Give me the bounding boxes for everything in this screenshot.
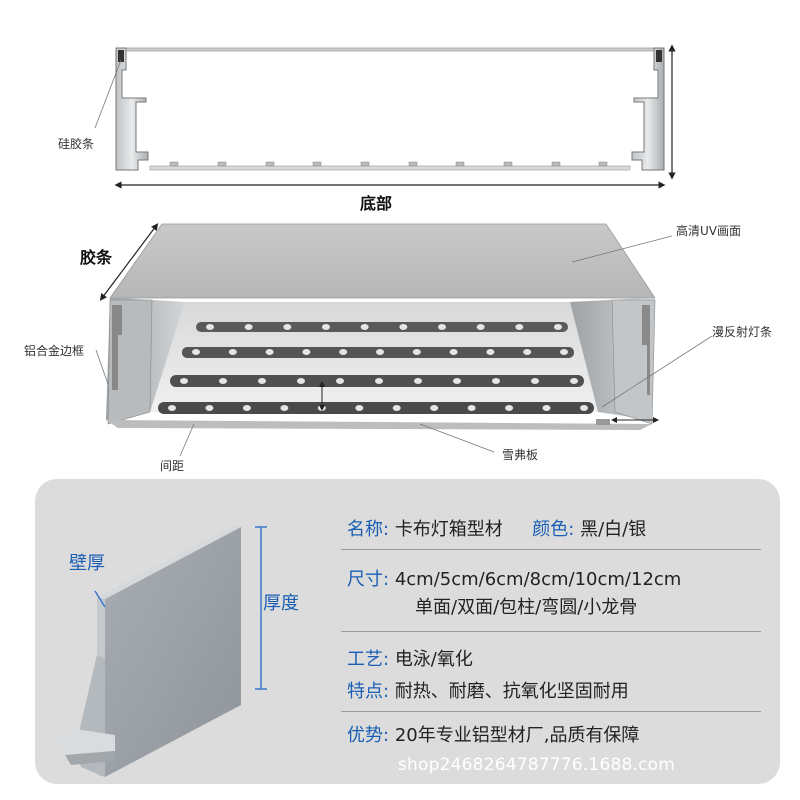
spec-feature-row: 特点: 耐热、耐磨、抗氧化坚固耐用 xyxy=(347,677,629,703)
led-dot xyxy=(492,378,500,384)
spec-advantage-row: 优势: 20年专业铝型材厂,品质有保障 xyxy=(347,721,639,747)
diffuse-light-bar-label: 漫反射灯条 xyxy=(712,325,773,339)
led-dot xyxy=(505,405,514,411)
spec-advantage-value: 20年专业铝型材厂,品质有保障 xyxy=(394,725,640,746)
led-dot xyxy=(414,378,422,384)
led-dot xyxy=(360,324,369,330)
led-dot xyxy=(570,378,578,384)
spec-advantage-key: 优势: xyxy=(347,725,390,746)
led-dot xyxy=(339,349,348,355)
led-dot xyxy=(180,378,188,384)
spec-name-value: 卡布灯箱型材 xyxy=(394,519,503,540)
led-dot xyxy=(283,324,292,330)
spec-size-value-2: 单面/双面/包柱/弯圆/小龙骨 xyxy=(415,597,638,618)
led-dot xyxy=(412,349,421,355)
snowflake-board-label: 雪弗板 xyxy=(502,448,539,462)
spec-size-row: 尺寸: 4cm/5cm/6cm/8cm/10cm/12cm xyxy=(347,565,681,591)
aluminum-frame-label: 铝合金边框 xyxy=(24,344,85,358)
spec-feature-value: 耐热、耐磨、抗氧化坚固耐用 xyxy=(394,681,629,702)
hd-uv-surface-label: 高清UV画面 xyxy=(676,224,741,238)
wall-thickness-label: 壁厚 xyxy=(69,553,105,574)
spec-process-row: 工艺: 电泳/氧化 xyxy=(347,645,473,671)
rubber-strip-label: 胶条 xyxy=(80,248,113,267)
led-dot xyxy=(376,349,384,355)
led-dot xyxy=(580,405,588,411)
led-dot xyxy=(453,378,461,384)
led-dot xyxy=(297,378,305,384)
spec-process-key: 工艺: xyxy=(347,649,390,670)
led-dot xyxy=(515,324,524,330)
led-dot xyxy=(438,324,446,330)
spacing-label: 间距 xyxy=(160,459,185,473)
led-dot xyxy=(449,349,458,355)
led-dot xyxy=(219,378,227,384)
led-dot xyxy=(192,349,200,355)
led-dot xyxy=(375,378,383,384)
led-dot xyxy=(523,349,532,355)
silicone-strip-label: 硅胶条 xyxy=(58,137,95,151)
led-dot xyxy=(486,349,495,355)
bottom-label: 底部 xyxy=(360,194,393,213)
lightbox-3d-drawing xyxy=(95,223,713,457)
led-dot xyxy=(322,324,330,330)
spec-size-row-2: 单面/双面/包柱/弯圆/小龙骨 xyxy=(415,593,637,619)
led-dot xyxy=(476,324,485,330)
led-dot xyxy=(244,324,253,330)
spec-divider xyxy=(341,711,761,712)
cross-section-drawing xyxy=(94,44,676,189)
led-dot xyxy=(168,405,176,411)
led-dot xyxy=(206,324,214,330)
spec-color-key: 颜色: xyxy=(532,519,575,540)
led-dot xyxy=(430,405,439,411)
led-dot xyxy=(399,324,408,330)
led-dot xyxy=(280,405,289,411)
spec-feature-key: 特点: xyxy=(347,681,390,702)
spec-name-row: 名称: 卡布灯箱型材 颜色: 黑/白/银 xyxy=(347,515,646,541)
spec-process-value: 电泳/氧化 xyxy=(394,649,473,670)
led-dot xyxy=(242,405,251,411)
led-dot xyxy=(302,349,311,355)
led-dot xyxy=(355,405,364,411)
spec-name-key: 名称: xyxy=(347,519,390,540)
led-dot xyxy=(205,405,214,411)
lightbox-diagram xyxy=(94,44,713,457)
shop-watermark: shop2468264787776.1688.com xyxy=(398,755,676,775)
spec-color-value: 黑/白/银 xyxy=(580,519,647,540)
spec-size-value: 4cm/5cm/6cm/8cm/10cm/12cm xyxy=(394,569,682,590)
led-dot xyxy=(531,378,539,384)
led-dot xyxy=(542,405,551,411)
led-dot xyxy=(392,405,401,411)
led-dot xyxy=(560,349,568,355)
spec-divider xyxy=(341,631,761,632)
led-dot xyxy=(336,378,344,384)
spec-size-key: 尺寸: xyxy=(347,569,390,590)
spec-panel: 壁厚 厚度 名称: 卡布灯箱型材 颜色: 黑/白/银 尺寸: 4cm/5cm/6… xyxy=(35,479,780,784)
profile-extrusion-drawing xyxy=(57,525,267,777)
led-dot xyxy=(467,405,476,411)
thickness-label: 厚度 xyxy=(263,593,299,614)
led-dot xyxy=(228,349,237,355)
led-dot xyxy=(258,378,266,384)
led-dot xyxy=(554,324,562,330)
led-dot xyxy=(265,349,274,355)
spec-divider xyxy=(341,549,761,550)
